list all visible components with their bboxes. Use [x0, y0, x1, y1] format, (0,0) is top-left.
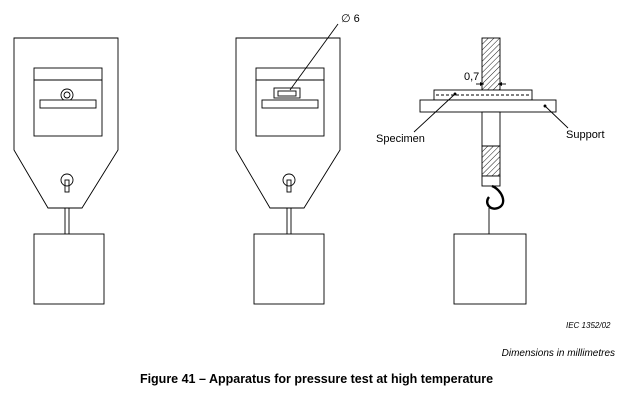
support-plate	[419, 99, 557, 113]
left-hook-stem	[64, 179, 70, 193]
reference-code: IEC 1352/02	[566, 321, 611, 330]
middle-hook-ring	[282, 173, 296, 187]
units-note: Dimensions in millimetres	[501, 348, 615, 359]
diameter-leader-line	[289, 23, 339, 91]
lower-rod-plain	[481, 111, 501, 147]
dimension-arrowhead-right	[498, 82, 502, 86]
dimension-arrowhead-left	[480, 82, 484, 86]
left-weight	[33, 233, 105, 305]
middle-weight	[253, 233, 325, 305]
right-weight	[453, 233, 527, 305]
left-apparatus	[13, 37, 119, 305]
left-support-bar	[39, 99, 97, 109]
middle-hook-stem	[286, 179, 292, 193]
left-frame	[13, 37, 119, 209]
diameter-label: ∅ 6	[341, 13, 360, 25]
dimension-label: 0,7	[464, 71, 479, 83]
specimen-leader-line	[413, 93, 456, 133]
right-apparatus	[413, 37, 569, 305]
specimen-label: Specimen	[376, 133, 425, 145]
left-hook-ring	[60, 173, 74, 187]
support-leader-line	[544, 105, 569, 129]
middle-indenter	[273, 87, 301, 99]
middle-frame	[235, 37, 341, 209]
left-specimen-circle-inner	[63, 91, 71, 99]
lower-rod-end	[481, 175, 501, 187]
middle-support-bar	[261, 99, 319, 109]
middle-apparatus	[235, 23, 341, 305]
support-label: Support	[566, 129, 605, 141]
lower-rod-hatched	[481, 145, 501, 177]
figure-caption: Figure 41 – Apparatus for pressure test …	[139, 372, 494, 386]
upper-rod	[481, 37, 501, 91]
middle-indenter-tip	[277, 90, 297, 97]
hook	[485, 184, 505, 210]
